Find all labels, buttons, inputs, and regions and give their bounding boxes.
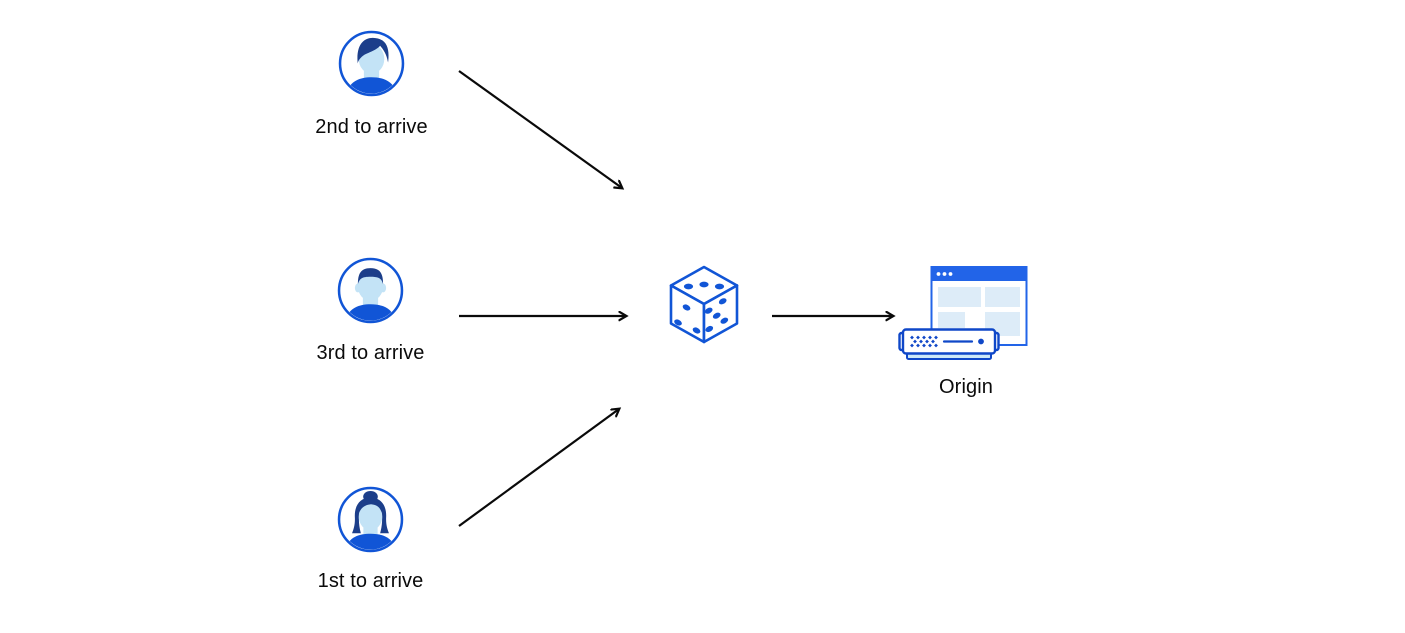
avatar-man-flat-top-icon (337, 257, 404, 324)
avatar-woman-bun-icon (337, 486, 404, 553)
visitor-label-3rd: 3rd to arrive (316, 342, 425, 364)
origin-server-icon (897, 263, 1029, 363)
visitor-node-2nd: 2nd to arrive (315, 30, 428, 138)
dice-node (666, 264, 742, 346)
arrow-visitor1-to-dice (458, 409, 619, 527)
origin-label: Origin (939, 376, 993, 398)
visitor-node-1st: 1st to arrive (318, 486, 423, 592)
avatar-man-swept-hair-icon (338, 30, 405, 97)
visitor-label-2nd: 2nd to arrive (315, 116, 428, 138)
origin-node: Origin (897, 263, 1029, 398)
dice-icon (666, 264, 742, 346)
visitor-node-3rd: 3rd to arrive (316, 257, 424, 364)
server-vent-dots (910, 335, 938, 348)
visitor-label-1st: 1st to arrive (317, 570, 424, 592)
arrow-visitor2-to-dice (458, 70, 622, 188)
